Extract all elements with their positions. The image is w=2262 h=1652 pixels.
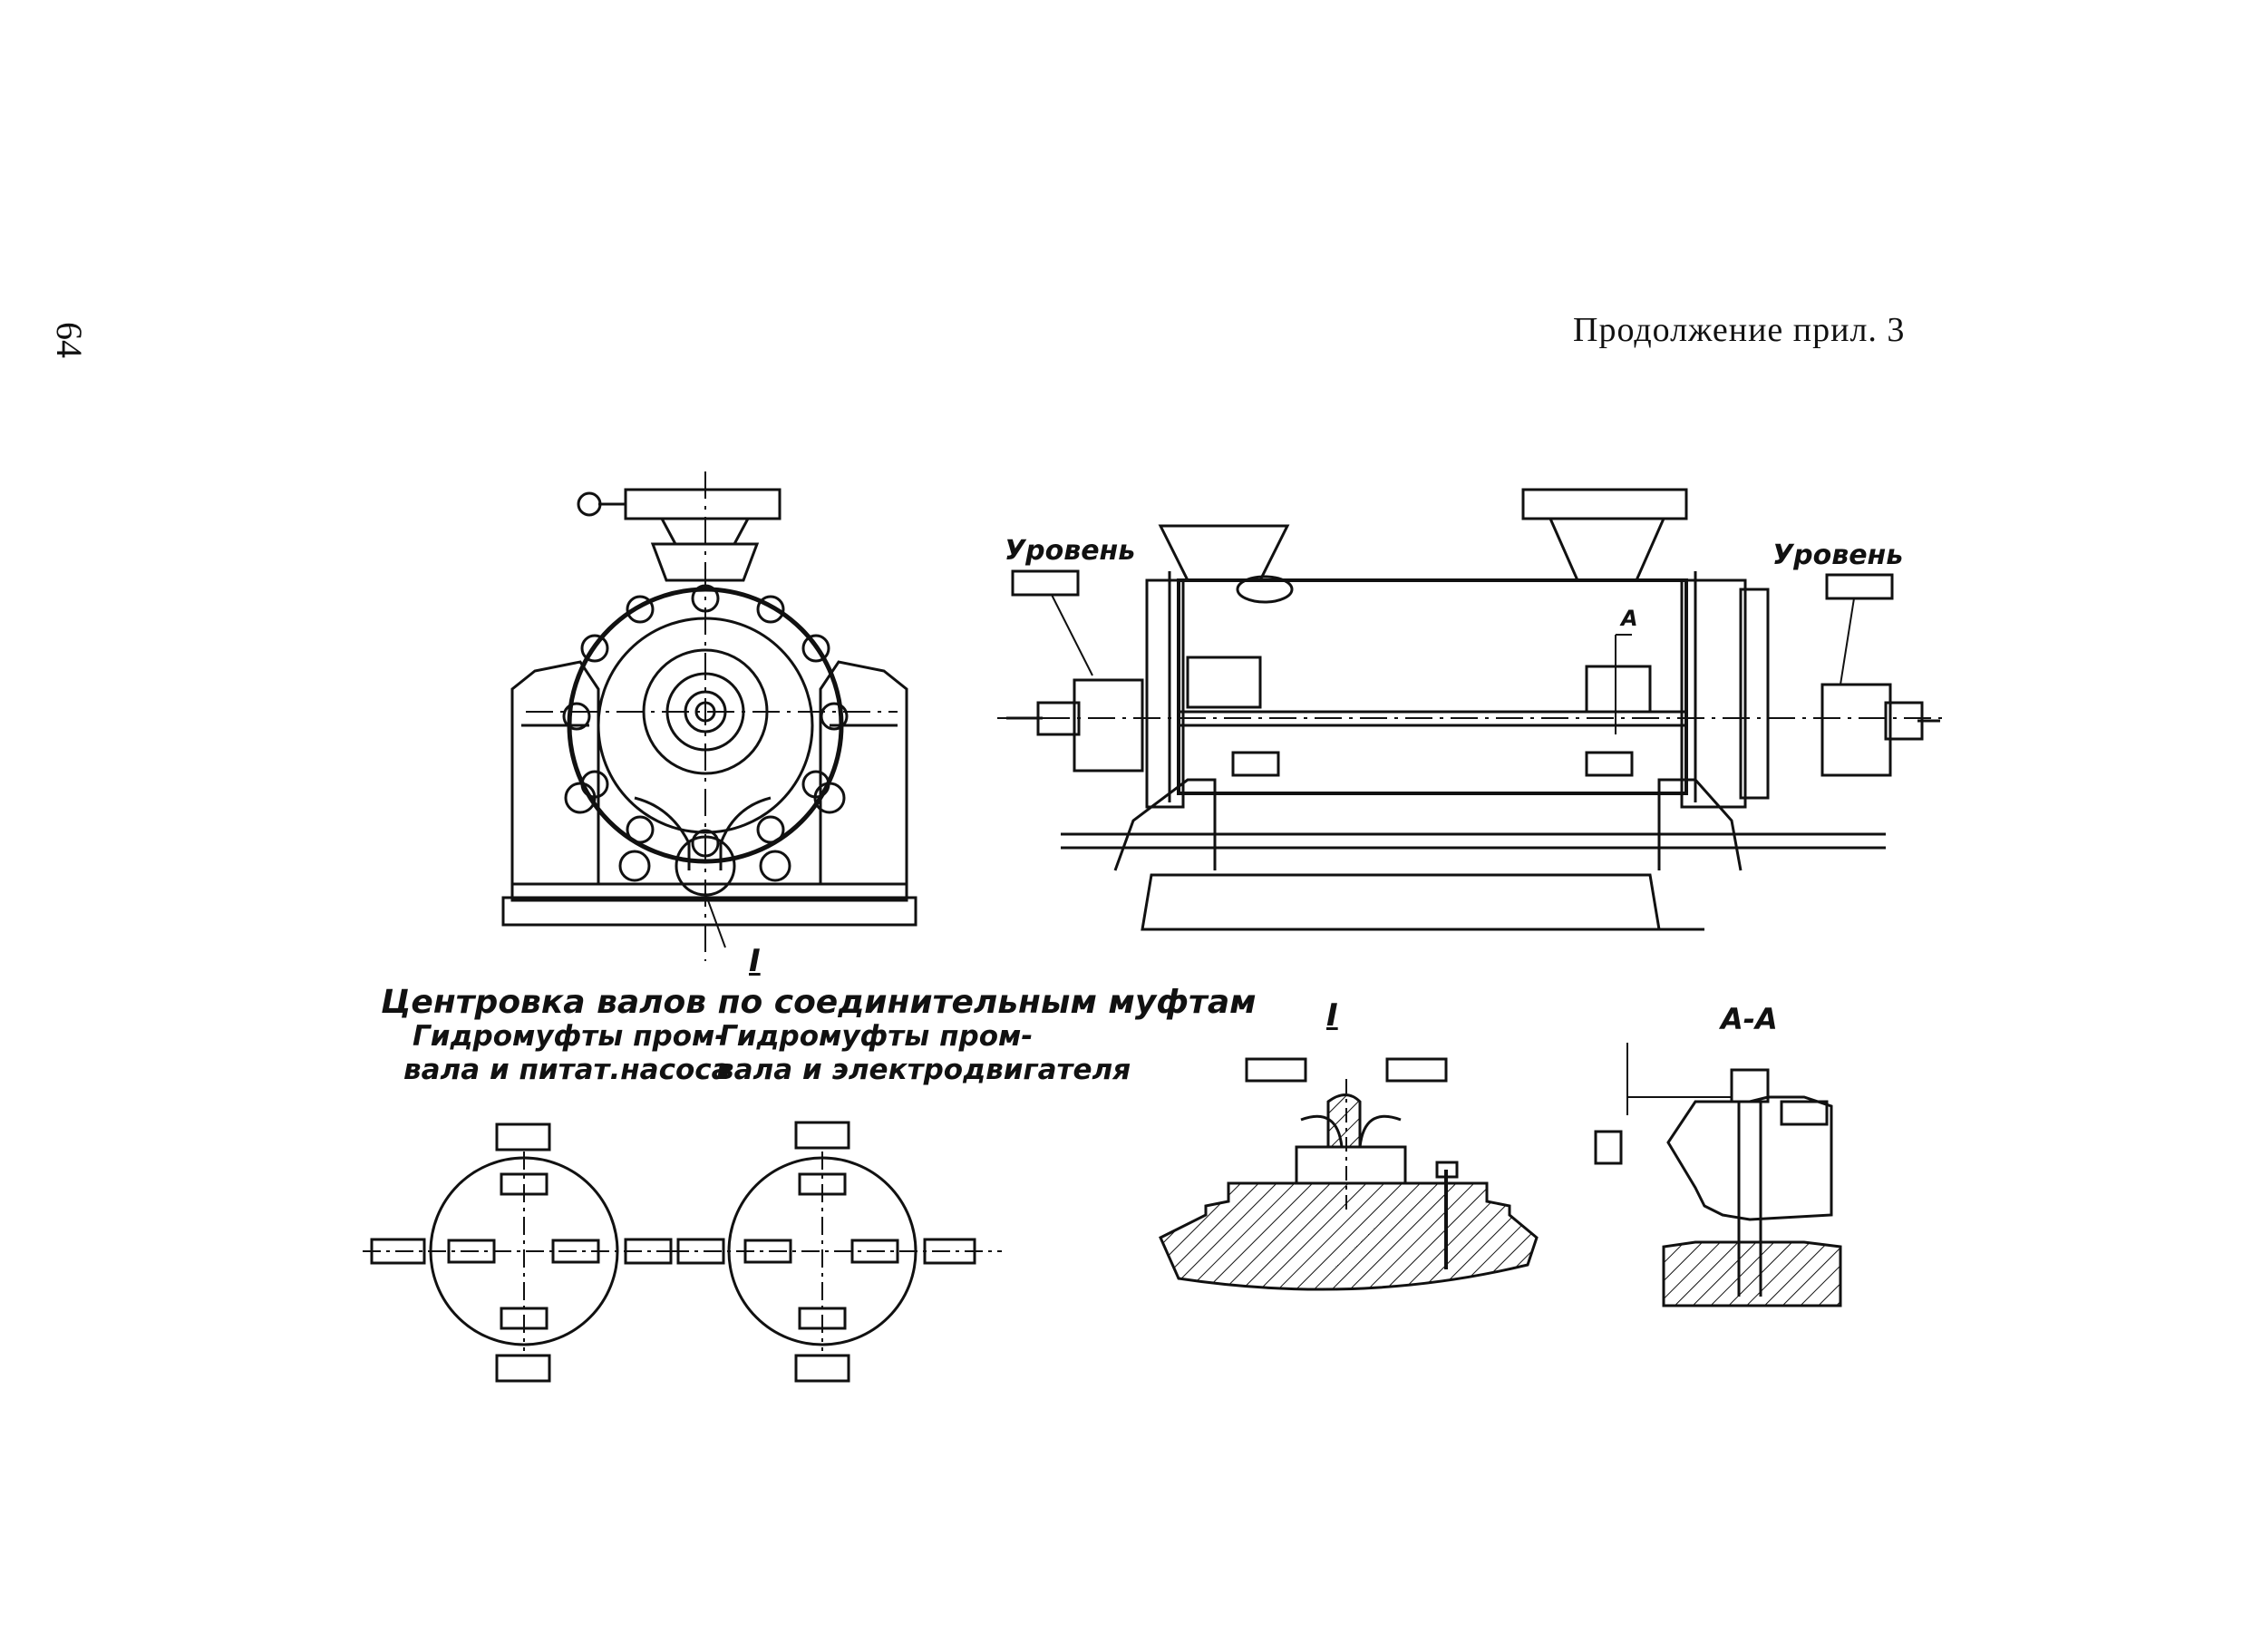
level-label-left: Уровень (1005, 535, 1136, 567)
left-caption-line1: Гидромуфты пром- (413, 1020, 727, 1053)
side-view-drawing (997, 488, 1949, 931)
centering-diagrams (363, 1121, 1002, 1383)
header-note: Продолжение прил. 3 (1573, 311, 1906, 349)
detail-I-label: I (1326, 997, 1338, 1034)
detail-I-drawing (1159, 1057, 1539, 1291)
right-caption-line1: Гидромуфты пром- (719, 1020, 1034, 1053)
front-view-drawing (501, 471, 917, 961)
level-label-right: Уровень (1772, 539, 1904, 571)
left-caption-line2: вала и питат.насоса (403, 1054, 731, 1086)
section-AA-drawing (1594, 1043, 1842, 1307)
right-caption-line2: вала и электродвигателя (716, 1054, 1131, 1086)
centering-title: Центровка валов по соединительным муфтам (381, 984, 1257, 1021)
front-detail-callout: I (749, 943, 761, 979)
section-marker: А (1621, 606, 1638, 631)
section-AA-label: А-А (1721, 1002, 1778, 1036)
